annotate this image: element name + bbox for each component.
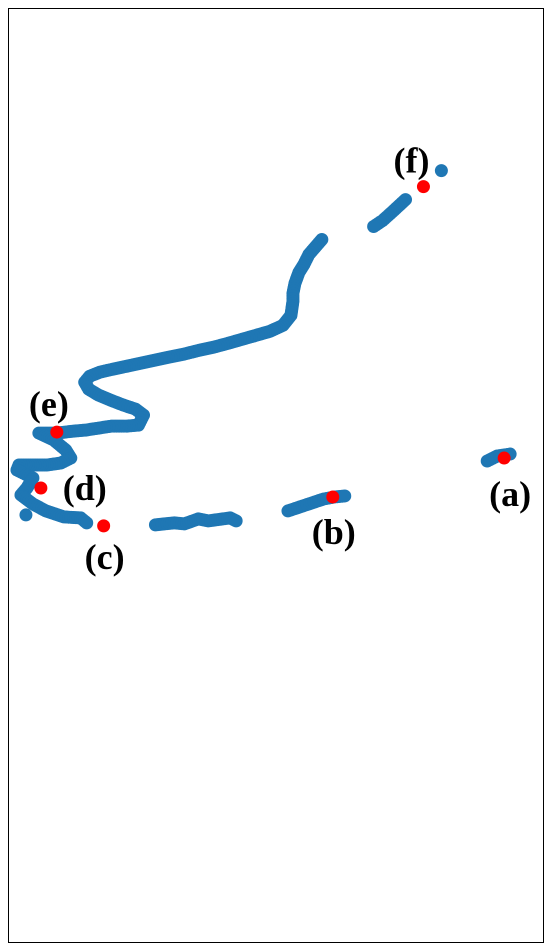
trajectory-point	[19, 508, 33, 522]
key-point	[50, 425, 64, 439]
key-point-label: (b)	[312, 512, 356, 552]
key-points	[34, 180, 511, 533]
key-point	[416, 180, 430, 194]
key-point-label: (d)	[63, 468, 107, 508]
key-point-labels: (f) (e) (d) (c) (b) (a)	[29, 141, 531, 577]
trajectory-point	[367, 220, 381, 234]
key-point	[97, 519, 111, 533]
key-point	[326, 490, 340, 504]
trajectory-point	[229, 514, 243, 528]
plot-frame	[8, 8, 544, 943]
trajectory-point	[434, 164, 448, 178]
key-point-label: (a)	[489, 474, 531, 514]
trajectory-points	[10, 164, 517, 532]
key-point-label: (c)	[85, 537, 125, 577]
key-point	[34, 481, 48, 495]
key-point-label: (e)	[29, 384, 69, 424]
trajectory-point	[80, 516, 94, 530]
trajectory-point	[338, 489, 352, 503]
key-point	[497, 451, 511, 465]
key-point-label: (f)	[394, 141, 430, 181]
